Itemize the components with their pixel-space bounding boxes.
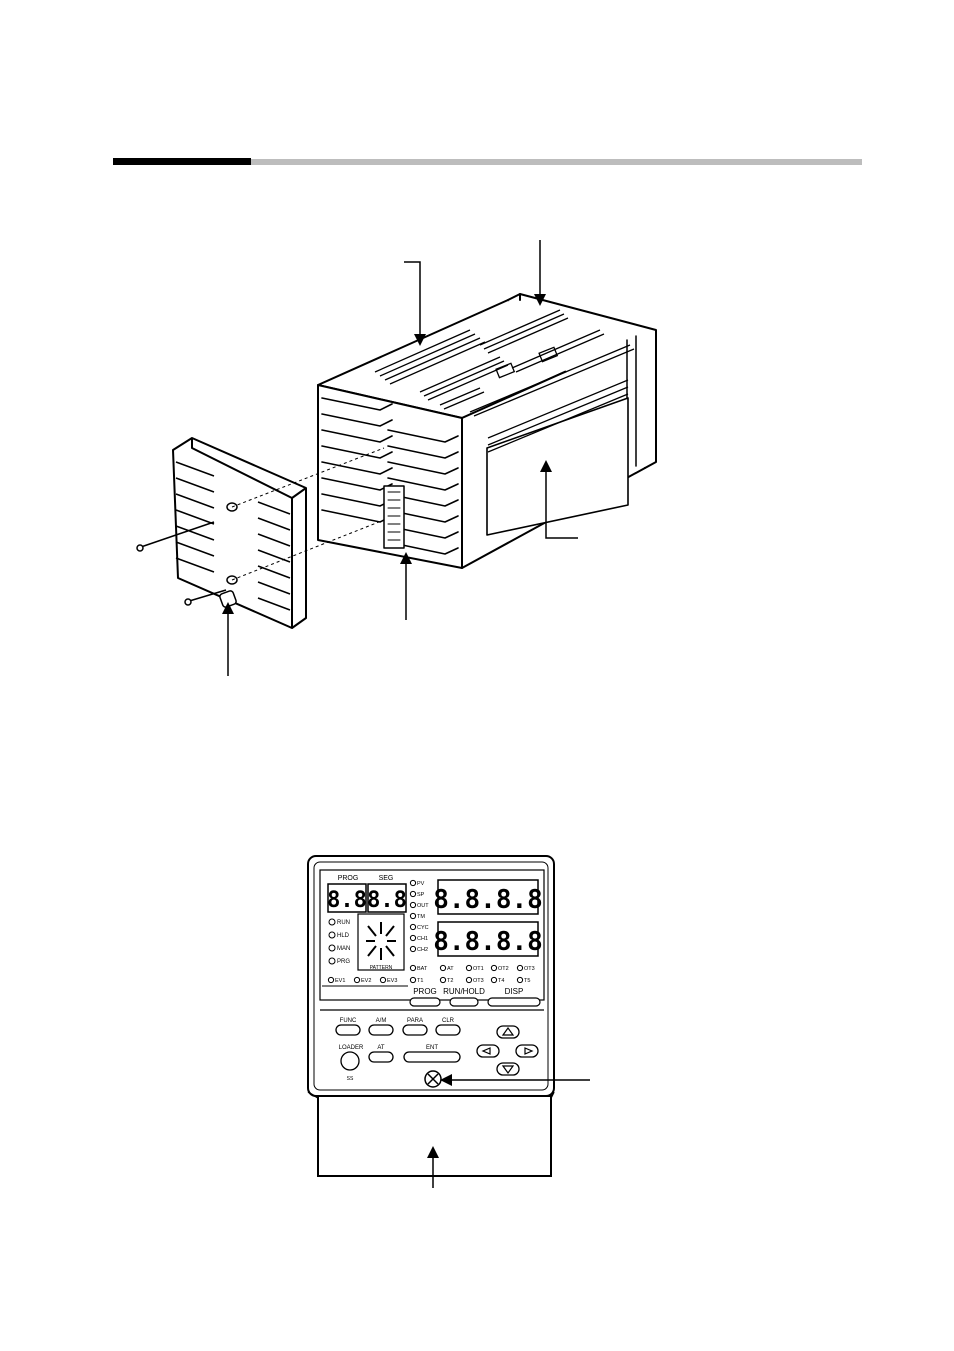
func-key[interactable] (335, 1024, 361, 1036)
led-sp: SP (417, 892, 425, 898)
led-ev2: EV2 (361, 978, 371, 984)
label-disp: DISP (505, 987, 524, 996)
led-t1: T1 (417, 978, 423, 984)
header-accent-bar (113, 158, 251, 165)
led-prg: PRG (337, 959, 350, 965)
lower-display (437, 921, 539, 957)
lower-display-digits: 8.8.8.8 (433, 927, 543, 957)
loader-sub-label: SS (347, 1076, 354, 1082)
led-t4: T4 (498, 978, 504, 984)
led-ot2: OT2 (498, 966, 509, 972)
loader-label: LOADER (339, 1045, 364, 1051)
led-cyc: CYC (417, 925, 429, 931)
func-key-label: FUNC (340, 1018, 357, 1024)
top-vents (374, 309, 635, 453)
led-pv: PV (417, 881, 425, 887)
para-key-label: PARA (407, 1018, 423, 1024)
led-ch1: CH1 (417, 936, 428, 942)
led-t5: T5 (524, 978, 530, 984)
para-key[interactable] (402, 1024, 428, 1036)
led-bat: BAT (417, 966, 428, 972)
clr-key[interactable] (435, 1024, 461, 1036)
led-hld: HLD (337, 933, 350, 939)
upper-display-digits: 8.8.8.8 (433, 885, 543, 915)
led-t3: OT3 (473, 978, 484, 984)
led-ot1: OT1 (473, 966, 484, 972)
disp-key[interactable] (487, 997, 541, 1007)
down-arrow-icon (501, 1065, 515, 1075)
upper-display (437, 879, 539, 915)
key-label-row: PROG RUN/HOLD DISP (413, 987, 523, 996)
status-led-rows: BAT AT OT1 OT2 OT3 T1 T2 OT3 T4 T5 EV1 E… (327, 964, 535, 984)
led-ev1: EV1 (335, 978, 345, 984)
led-t2: T2 (447, 978, 453, 984)
led-tm: TM (417, 914, 425, 920)
right-led-column: PV SP OUT TM CYC CH1 CH2 (409, 879, 429, 953)
prog-label: PROG (338, 875, 359, 882)
seg-label: SEG (379, 875, 394, 882)
led-out: OUT (417, 903, 429, 909)
led-at: AT (447, 966, 454, 972)
ent-key-label: ENT (426, 1045, 438, 1051)
right-key[interactable] (515, 1044, 539, 1058)
loader-jack[interactable] (340, 1051, 360, 1071)
pattern-label: PATTERN (370, 965, 393, 971)
at-key[interactable] (368, 1051, 394, 1063)
label-prog: PROG (413, 987, 437, 996)
loader-cover (317, 1095, 552, 1177)
right-arrow-icon (524, 1047, 534, 1055)
at-key-label: AT (377, 1045, 385, 1051)
seg-digits: 8.8 (367, 888, 407, 913)
am-key-label: A/M (376, 1018, 387, 1024)
left-key[interactable] (476, 1044, 500, 1058)
ent-key[interactable] (403, 1051, 461, 1063)
label-run-hold: RUN/HOLD (443, 987, 485, 996)
led-run: RUN (337, 920, 350, 926)
clr-key-label: CLR (442, 1018, 455, 1024)
header-rule (251, 159, 862, 165)
led-man: MAN (337, 946, 350, 952)
led-ch2: CH2 (417, 947, 428, 953)
pattern-segments (366, 922, 396, 960)
run-hold-key[interactable] (449, 997, 479, 1007)
am-key[interactable] (368, 1024, 394, 1036)
led-ot3: OT3 (524, 966, 535, 972)
side-cover (486, 397, 629, 536)
left-arrow-icon (481, 1047, 491, 1055)
prog-digits: 8.8 (327, 888, 367, 913)
up-arrow-icon (501, 1026, 515, 1036)
prog-key[interactable] (409, 997, 441, 1007)
terminal-cover (172, 437, 307, 629)
led-ev3: EV3 (387, 978, 397, 984)
left-led-column: RUN HLD MAN PRG (328, 918, 350, 965)
